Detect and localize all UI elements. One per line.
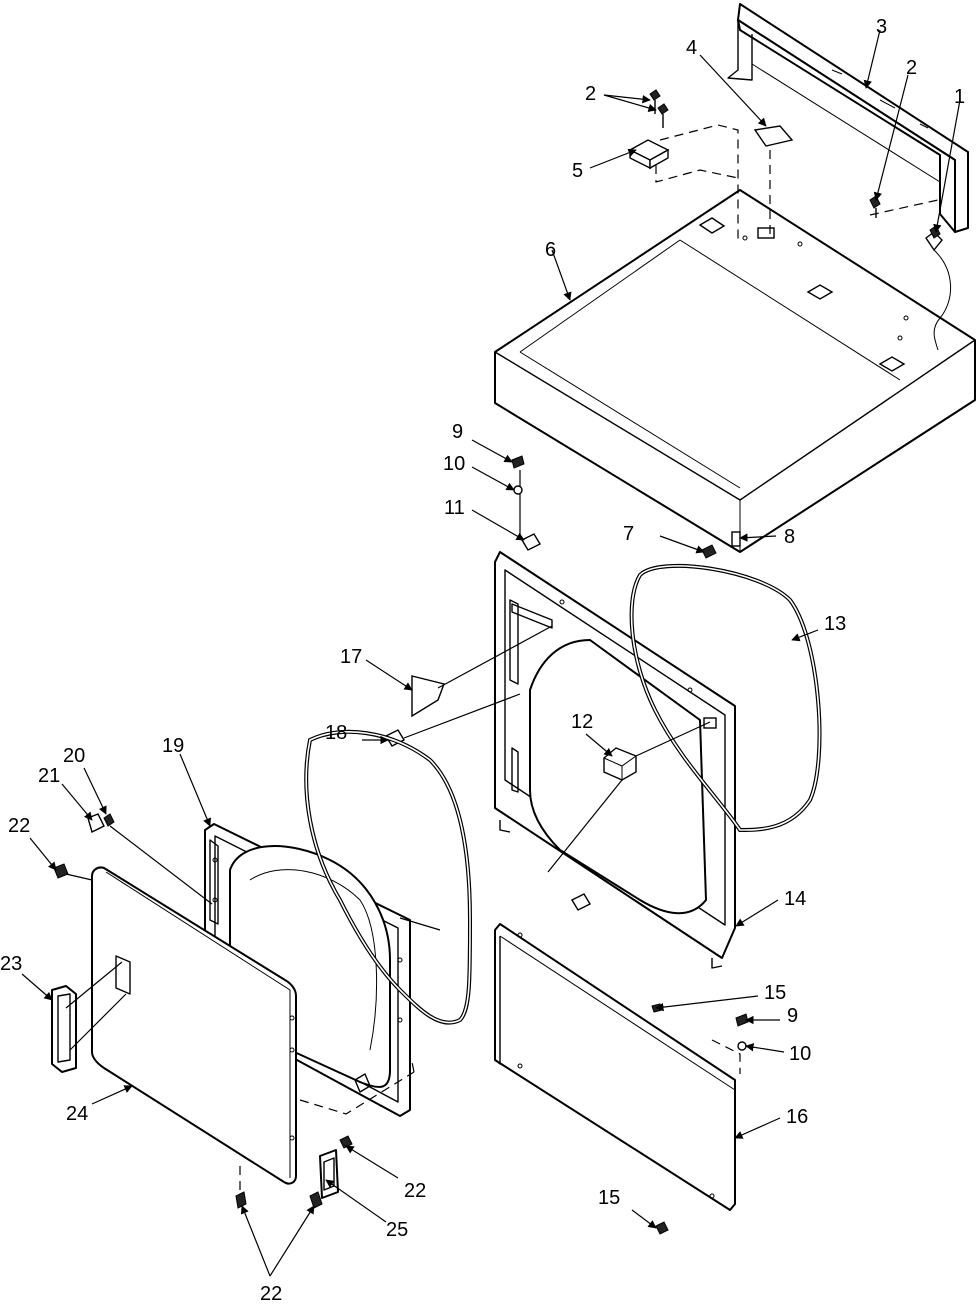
- callout-20: 20: [63, 745, 85, 767]
- cover-clip: [731, 531, 741, 547]
- callout-15-bottom: 15: [598, 1187, 620, 1209]
- callout-8: 8: [784, 526, 795, 548]
- trim-piece: [411, 675, 445, 718]
- callout-9-top: 9: [452, 421, 463, 443]
- callout-19: 19: [162, 735, 184, 757]
- callout-23: 23: [0, 953, 22, 975]
- callout-14: 14: [784, 888, 806, 910]
- callout-9-bottom: 9: [787, 1005, 798, 1027]
- callout-25: 25: [386, 1219, 408, 1241]
- callout-3: 3: [876, 16, 887, 38]
- callout-24: 24: [66, 1103, 88, 1125]
- callout-11: 11: [444, 497, 465, 519]
- callout-22-right: 22: [404, 1180, 426, 1202]
- callout-2-right: 2: [906, 57, 917, 79]
- label-plate: [753, 125, 794, 147]
- top-cover: [494, 189, 976, 553]
- callout-6: 6: [545, 239, 556, 261]
- callout-21: 21: [38, 765, 60, 787]
- control-panel-backsplash: [727, 3, 969, 233]
- frame-washer-top: [513, 485, 523, 495]
- assembly-dashed-lines-top: [655, 124, 939, 240]
- kick-screw-bottom: [655, 1221, 669, 1235]
- kick-washer-side: [737, 1041, 747, 1051]
- frame-bottom-clip: [571, 893, 591, 911]
- door-hinge: [319, 1149, 339, 1199]
- frame-screw-top: [511, 455, 525, 469]
- callout-22-bottom: 22: [260, 1283, 282, 1305]
- hinge-washer: [103, 813, 115, 827]
- hinge-pin: [87, 813, 105, 834]
- callout-1: 1: [954, 86, 965, 108]
- door-switch: [521, 533, 541, 551]
- callout-18: 18: [325, 722, 347, 744]
- callout-4: 4: [686, 37, 697, 59]
- callout-15-top: 15: [764, 982, 786, 1004]
- kick-panel: [494, 923, 736, 1211]
- callout-7: 7: [623, 523, 634, 545]
- door-screw-left: [53, 863, 69, 879]
- callout-22-left: 22: [8, 815, 30, 837]
- hinge-screw-a: [339, 1135, 353, 1149]
- callout-10-top: 10: [443, 453, 465, 475]
- callout-16: 16: [786, 1106, 808, 1128]
- callout-leaders: [21, 29, 961, 1277]
- panel-bracket: [628, 139, 670, 170]
- outer-door: [91, 866, 297, 1185]
- callout-13: 13: [824, 613, 846, 635]
- callout-5: 5: [572, 160, 583, 182]
- callout-labels: 1 2 2 3 4 5 6 7 8 9 9 10 10 11 12 13 14 …: [0, 16, 965, 1305]
- hinge-screw-b: [309, 1191, 323, 1209]
- callout-2-top: 2: [585, 83, 596, 105]
- door-gasket: [304, 729, 473, 1025]
- door-handle: [51, 985, 77, 1073]
- callout-12: 12: [571, 711, 593, 733]
- door-screw-bottom: [235, 1191, 247, 1209]
- callout-17: 17: [340, 646, 362, 668]
- cover-screw: [701, 544, 717, 559]
- drum-seal: [629, 563, 822, 833]
- callout-10-bottom: 10: [789, 1043, 811, 1065]
